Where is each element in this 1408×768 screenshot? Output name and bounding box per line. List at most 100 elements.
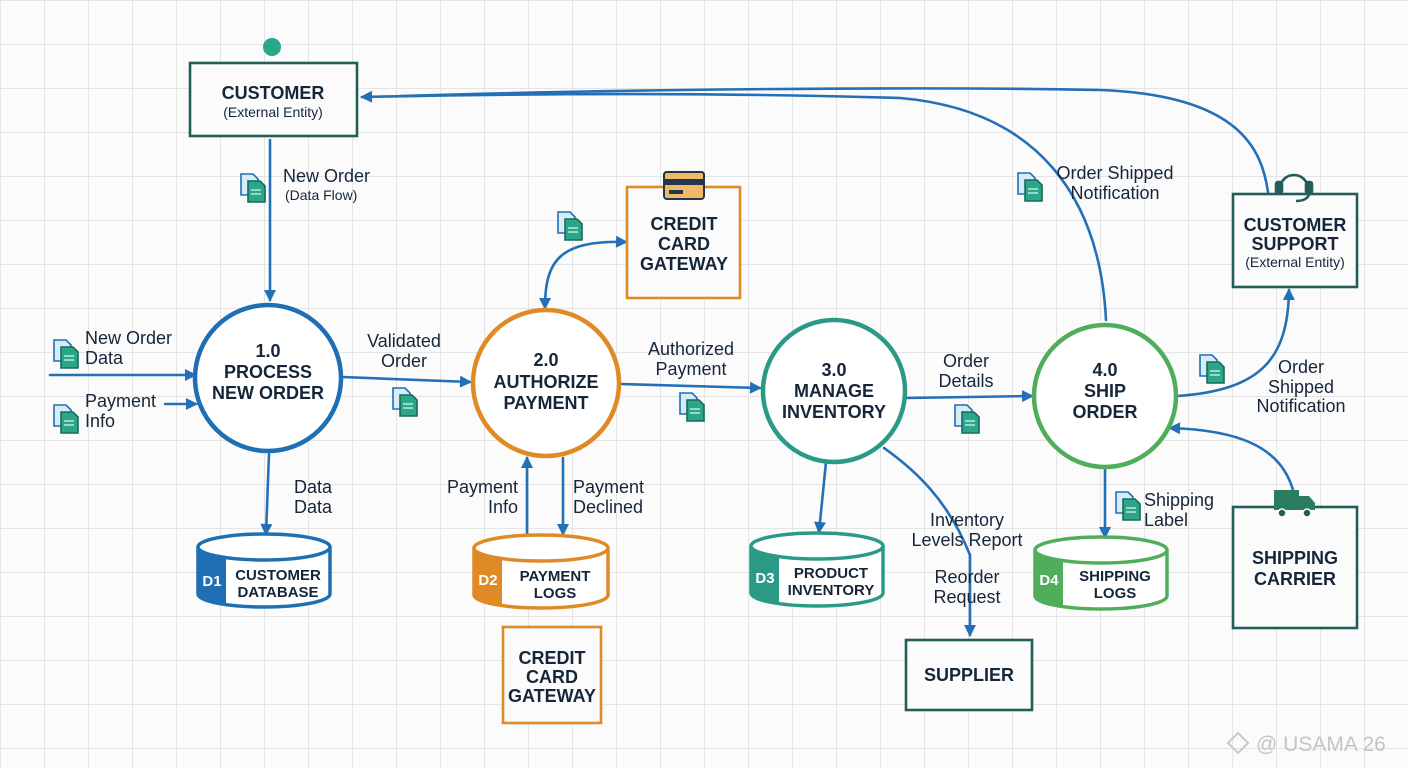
flow-process1-to-d1 bbox=[260, 452, 273, 536]
svg-text:INVENTORY: INVENTORY bbox=[782, 402, 886, 422]
svg-text:PRODUCT: PRODUCT bbox=[794, 565, 868, 582]
svg-text:GATEWAY: GATEWAY bbox=[508, 686, 596, 706]
entity-credit-gateway-top: CREDIT CARD GATEWAY bbox=[625, 171, 742, 300]
svg-text:PAYMENT: PAYMENT bbox=[503, 393, 588, 413]
label-new-order: New Order bbox=[283, 166, 370, 186]
document-icon bbox=[557, 211, 583, 241]
document-icon bbox=[53, 404, 79, 434]
label-shipping-label: Shipping bbox=[1144, 490, 1214, 510]
document-icon bbox=[679, 392, 705, 422]
label-reorder-request: Reorder bbox=[934, 567, 999, 587]
flow-inventory-to-supplier bbox=[882, 446, 976, 637]
label-authorized-payment: Authorized bbox=[648, 339, 734, 359]
label-payment-declined: Payment bbox=[573, 477, 644, 497]
process-2: 2.0 AUTHORIZE PAYMENT bbox=[470, 307, 622, 459]
store-d3: D3 PRODUCT INVENTORY bbox=[749, 531, 885, 608]
entity-customer-support: CUSTOMER SUPPORT (External Entity) bbox=[1231, 173, 1359, 289]
svg-text:D3: D3 bbox=[755, 570, 774, 587]
svg-text:Info: Info bbox=[488, 497, 518, 517]
document-icon bbox=[1115, 491, 1141, 521]
svg-text:CREDIT: CREDIT bbox=[519, 648, 586, 668]
label-validated-order: Validated bbox=[367, 331, 441, 351]
flow-lines bbox=[48, 87, 1295, 637]
flow-authorized-payment bbox=[618, 381, 762, 394]
svg-text:LOGS: LOGS bbox=[534, 585, 577, 602]
svg-text:D4: D4 bbox=[1039, 572, 1059, 589]
svg-text:ORDER: ORDER bbox=[1072, 402, 1137, 422]
flow-order-details bbox=[904, 390, 1034, 403]
process-3: 3.0 MANAGE INVENTORY bbox=[760, 317, 908, 465]
entity-credit-gateway-bottom: CREDIT CARD GATEWAY bbox=[501, 625, 603, 725]
user-icon bbox=[263, 38, 281, 56]
svg-text:@ USAMA 26: @ USAMA 26 bbox=[1256, 733, 1386, 756]
svg-text:Data: Data bbox=[85, 348, 124, 368]
flow-labels: New Order (Data Flow) New Order Data Pay… bbox=[85, 163, 1346, 607]
truck-icon bbox=[1274, 490, 1315, 518]
svg-text:CUSTOMER: CUSTOMER bbox=[1244, 215, 1347, 235]
flow-process3-to-d3 bbox=[814, 460, 828, 534]
svg-text:SUPPLIER: SUPPLIER bbox=[924, 665, 1014, 685]
customer-title: CUSTOMER bbox=[222, 83, 325, 103]
label-data-data: Data bbox=[294, 477, 333, 497]
svg-text:Data: Data bbox=[294, 497, 333, 517]
flow-shipped-to-support bbox=[1176, 288, 1295, 398]
svg-text:Label: Label bbox=[1144, 510, 1188, 530]
svg-text:Declined: Declined bbox=[573, 497, 643, 517]
label-data-flow: (Data Flow) bbox=[285, 187, 357, 203]
document-icon bbox=[954, 404, 980, 434]
store-d2: D2 PAYMENT LOGS bbox=[472, 533, 610, 610]
label-order-shipped-right: Order bbox=[1278, 357, 1324, 377]
svg-text:PAYMENT: PAYMENT bbox=[520, 568, 591, 585]
svg-text:Order: Order bbox=[381, 351, 427, 371]
flow-process4-to-customer bbox=[360, 90, 1108, 322]
label-payment-info: Payment bbox=[85, 391, 156, 411]
svg-text:Notification: Notification bbox=[1256, 396, 1345, 416]
svg-text:CUSTOMER: CUSTOMER bbox=[235, 567, 321, 584]
flow-support-to-customer bbox=[398, 87, 1270, 194]
flow-carrier-to-process4 bbox=[1168, 422, 1295, 492]
svg-text:MANAGE: MANAGE bbox=[794, 381, 874, 401]
svg-text:DATABASE: DATABASE bbox=[237, 584, 318, 601]
flow-process2-gateway bbox=[539, 235, 628, 310]
label-new-order-data: New Order bbox=[85, 328, 172, 348]
svg-text:NEW ORDER: NEW ORDER bbox=[212, 383, 324, 403]
svg-text:1.0: 1.0 bbox=[255, 341, 280, 361]
svg-text:SHIP: SHIP bbox=[1084, 381, 1126, 401]
svg-text:D2: D2 bbox=[478, 572, 497, 589]
svg-text:Details: Details bbox=[938, 371, 993, 391]
svg-text:CARRIER: CARRIER bbox=[1254, 569, 1336, 589]
svg-text:3.0: 3.0 bbox=[821, 360, 846, 380]
svg-text:CARD: CARD bbox=[658, 234, 710, 254]
svg-text:Request: Request bbox=[933, 587, 1000, 607]
document-icon bbox=[392, 387, 418, 417]
svg-text:Payment: Payment bbox=[655, 359, 726, 379]
label-payment-info-d2: Payment bbox=[447, 477, 518, 497]
entity-shipping-carrier: SHIPPING CARRIER bbox=[1231, 490, 1359, 630]
entity-supplier: SUPPLIER bbox=[904, 638, 1034, 712]
svg-text:SHIPPING: SHIPPING bbox=[1252, 548, 1338, 568]
svg-text:Levels Report: Levels Report bbox=[911, 530, 1022, 550]
svg-text:Notification: Notification bbox=[1070, 183, 1159, 203]
process-1: 1.0 PROCESS NEW ORDER bbox=[192, 302, 344, 454]
svg-text:AUTHORIZE: AUTHORIZE bbox=[494, 372, 599, 392]
document-icon bbox=[1017, 172, 1043, 202]
store-d1: D1 CUSTOMER DATABASE bbox=[196, 532, 332, 609]
svg-text:2.0: 2.0 bbox=[533, 350, 558, 370]
svg-text:GATEWAY: GATEWAY bbox=[640, 254, 728, 274]
flow-validated-order bbox=[340, 375, 472, 388]
headset-icon bbox=[1274, 173, 1314, 203]
svg-text:4.0: 4.0 bbox=[1092, 360, 1117, 380]
svg-text:SHIPPING: SHIPPING bbox=[1079, 568, 1151, 585]
svg-text:Shipped: Shipped bbox=[1268, 377, 1334, 397]
document-icon bbox=[1199, 354, 1225, 384]
entity-customer: CUSTOMER (External Entity) bbox=[188, 38, 359, 138]
svg-text:CARD: CARD bbox=[526, 667, 578, 687]
store-d4: D4 SHIPPING LOGS bbox=[1033, 535, 1169, 611]
svg-text:PROCESS: PROCESS bbox=[224, 362, 312, 382]
customer-subtitle: (External Entity) bbox=[223, 104, 323, 120]
watermark: @ USAMA 26 bbox=[1226, 731, 1386, 756]
process-4: 4.0 SHIP ORDER bbox=[1031, 322, 1179, 470]
svg-text:(External Entity): (External Entity) bbox=[1245, 254, 1345, 270]
document-icon bbox=[53, 339, 79, 369]
